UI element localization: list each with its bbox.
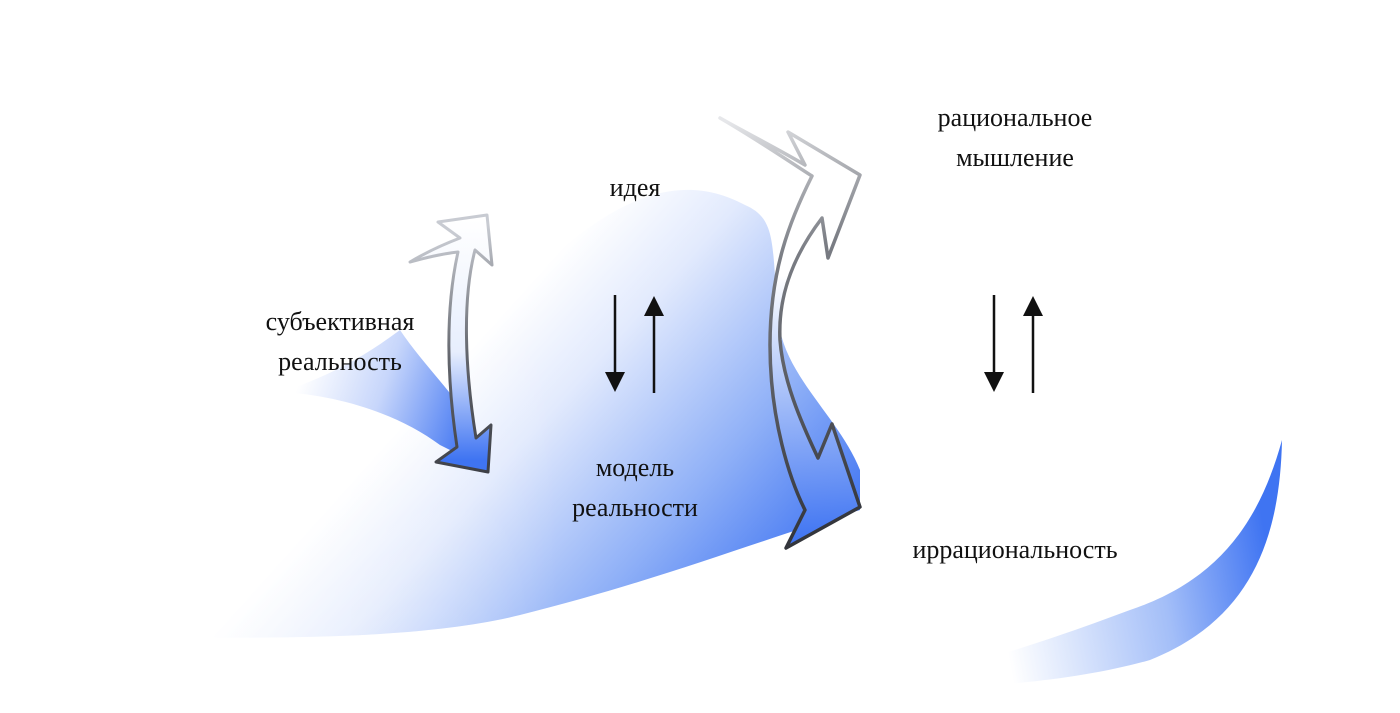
label-subjective-reality-line1: субъективная [265,307,415,336]
subjective-plume-shape [280,330,470,460]
double-headed-curved-arrow-icon [408,213,494,474]
label-reality-model-line2: реальности [572,493,698,522]
label-subjective-reality-line2: реальность [278,347,402,376]
label-reality-model-line1: модель [595,453,675,482]
label-subjective-reality: субъективная реальность [230,302,450,382]
blue-swoosh-shape [90,189,860,638]
label-reality-model: модель реальности [540,448,730,528]
double-headed-curved-arrow-icon [718,116,862,550]
label-rational-thinking: рациональное мышление [905,98,1125,178]
label-idea: идея [609,173,661,202]
label-rational-thinking-line2: мышление [956,143,1074,172]
right-wave-shape [860,440,1282,690]
label-rational-thinking-line1: рациональное [937,103,1093,132]
label-irrationality: иррациональность [912,535,1118,564]
